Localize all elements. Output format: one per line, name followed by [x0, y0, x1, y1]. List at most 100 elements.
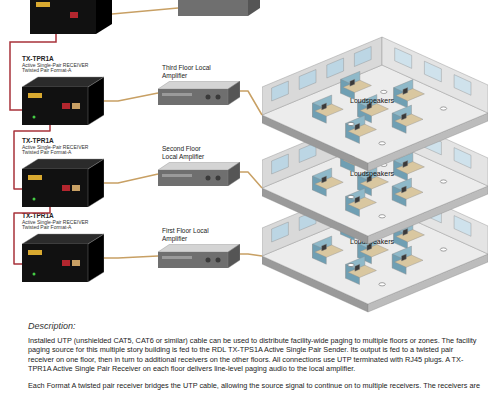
amp-panel [162, 174, 192, 177]
device-front [22, 244, 88, 282]
amp-knob [216, 176, 221, 181]
monitor [403, 161, 408, 168]
floor-plan: Loudspeakers [262, 35, 488, 175]
wall-window [454, 148, 471, 169]
device-description: Active Single-Pair RECEIVER Twisted Pair… [22, 63, 104, 75]
monitor [350, 79, 355, 86]
wall-window [327, 131, 344, 151]
amp-front [158, 89, 228, 105]
amp-side [228, 162, 240, 186]
device-side [88, 234, 104, 282]
description-text: Each Format A twisted pair receiver brid… [28, 381, 480, 390]
ceiling-speaker [379, 215, 385, 218]
amplifier-illustration [158, 244, 240, 268]
monitor [402, 113, 407, 120]
device-description: Active Single-Pair RECEIVER Twisted Pair… [22, 220, 104, 232]
receiver-device: TX-TPR1AActive Single-Pair RECEIVER Twis… [22, 137, 104, 207]
amp-side [248, 0, 260, 16]
wall-window [424, 61, 441, 82]
amp-front [158, 170, 228, 186]
desk [315, 177, 343, 189]
device-front [22, 169, 88, 207]
desk [360, 104, 388, 116]
ceiling-speaker [379, 283, 385, 286]
amp-knob [206, 95, 211, 100]
ceiling-speaker [440, 107, 446, 110]
monitor [322, 244, 327, 251]
amp-knob [206, 258, 211, 263]
ceiling-speaker [348, 263, 354, 266]
side-wall [382, 37, 488, 113]
desk [395, 187, 423, 199]
monitor [322, 103, 327, 110]
cable-connector [240, 172, 262, 188]
device-badge [28, 250, 42, 255]
amplifier-label: Third Floor Local Amplifier [162, 64, 216, 79]
amp-side [228, 81, 240, 105]
desk [348, 197, 376, 209]
device-badge [28, 175, 42, 180]
ceiling-speaker [381, 90, 387, 93]
wall-window [424, 202, 441, 223]
device-name: TX-TPR1A [22, 212, 104, 220]
ceiling-speaker [440, 180, 446, 183]
amp-top [158, 162, 240, 170]
source-amplifier [178, 0, 260, 16]
wall-window [395, 121, 412, 142]
cubicle-panel [341, 212, 360, 234]
monitor [403, 229, 408, 236]
desk [343, 221, 371, 233]
amp-knob [206, 176, 211, 181]
amp-side [228, 244, 240, 268]
rj45-jack [70, 12, 78, 18]
desk [396, 230, 424, 242]
receiver-illustration [22, 232, 104, 282]
status-led [33, 116, 36, 119]
speaker-label: Loudspeakers [350, 170, 394, 177]
monitor [350, 220, 355, 227]
wall-window [272, 81, 289, 101]
wall-window [327, 199, 344, 219]
amp-panel [162, 256, 192, 259]
desk [348, 265, 376, 277]
cable-connector [240, 254, 262, 256]
desk [315, 245, 343, 257]
amplifier-label: Second Floor Local Amplifier [162, 145, 216, 160]
device-front [22, 87, 88, 125]
amp-front [158, 252, 228, 268]
ceiling-speaker [348, 122, 354, 125]
device-name: TX-TPR1A [22, 55, 104, 63]
amplifier-box: First Floor Local Amplifier [158, 227, 240, 268]
device-side [88, 159, 104, 207]
wall-window [354, 47, 371, 67]
audio-wire [112, 8, 178, 14]
rj45-jack [72, 260, 80, 266]
description-text: Installed UTP (unshielded CAT5, CAT6 or … [28, 336, 480, 373]
wall-window [454, 216, 471, 237]
receiver-illustration [22, 75, 104, 125]
sender-device [30, 0, 112, 34]
amp-front [178, 0, 248, 16]
description-heading: Description: [28, 321, 480, 331]
amplifier-box: Third Floor Local Amplifier [158, 64, 240, 105]
side-wall [382, 178, 488, 254]
desk [360, 245, 388, 257]
receiver-illustration [22, 157, 104, 207]
device-side [88, 77, 104, 125]
amplifier-illustration [158, 81, 240, 105]
device-side [96, 0, 112, 34]
wall-window [395, 48, 412, 69]
cubicle-panel [341, 220, 355, 240]
cable-connector [240, 91, 262, 115]
wall-window [454, 75, 471, 96]
wall-window [354, 188, 371, 208]
receiver-device: TX-TPR1AActive Single-Pair RECEIVER Twis… [22, 212, 104, 282]
receiver-device: TX-TPR1AActive Single-Pair RECEIVER Twis… [22, 55, 104, 125]
amplifier-box: Second Floor Local Amplifier [158, 145, 240, 186]
amp-knob [216, 95, 221, 100]
wall-window [354, 120, 371, 140]
ceiling-speaker [348, 195, 354, 198]
amp-panel [162, 93, 192, 96]
amplifier-illustration [158, 162, 240, 186]
